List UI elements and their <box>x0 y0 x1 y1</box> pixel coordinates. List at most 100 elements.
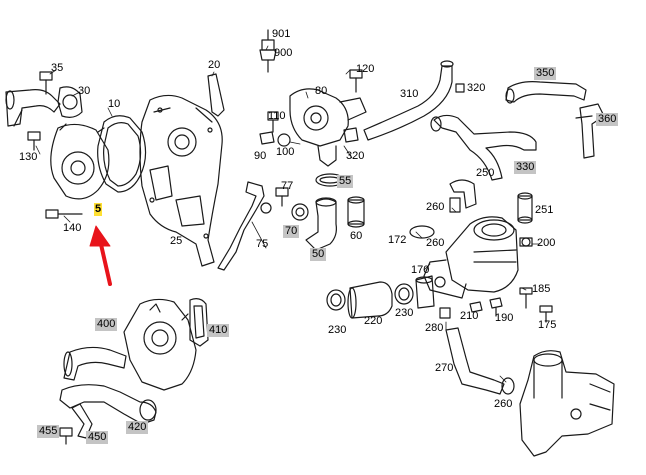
label-100: 100 <box>276 146 295 158</box>
label-35: 35 <box>51 62 64 74</box>
label-140: 140 <box>63 222 82 234</box>
oil-filter-housing <box>519 350 615 457</box>
clip-260a <box>449 197 461 213</box>
hose-310 <box>363 60 454 141</box>
label-5-highlighted: 5 <box>94 203 103 216</box>
label-30: 30 <box>78 85 91 97</box>
label-400: 400 <box>95 318 118 331</box>
label-250: 250 <box>476 167 495 179</box>
label-350: 350 <box>534 67 557 80</box>
label-230-a: 230 <box>328 324 347 336</box>
label-320-a: 320 <box>346 150 365 162</box>
bolt-190 <box>489 297 503 317</box>
label-450: 450 <box>86 431 109 444</box>
label-175: 175 <box>538 319 557 331</box>
label-10: 10 <box>108 98 121 110</box>
label-70: 70 <box>283 225 300 238</box>
bolt-35 <box>39 71 53 95</box>
bolt-185 <box>519 287 533 309</box>
pipe-400 <box>63 346 127 381</box>
flange-30 <box>57 86 83 118</box>
label-80: 80 <box>315 85 328 97</box>
bolt-210 <box>469 301 483 313</box>
sensor-900 <box>259 29 277 73</box>
label-901: 901 <box>272 28 291 40</box>
bolt-200 <box>519 237 533 247</box>
label-75: 75 <box>256 238 269 250</box>
clamp-230b <box>394 283 414 305</box>
bolt-140 <box>45 209 83 219</box>
clamp-260c <box>501 377 515 395</box>
hose-250 <box>449 179 477 209</box>
gasket-10 <box>97 115 147 193</box>
red-pointer-arrow <box>89 225 112 286</box>
bolt-77 <box>275 187 289 207</box>
sleeve-251 <box>517 192 533 224</box>
clamp-320b <box>455 83 465 93</box>
coolant-pipe-30 <box>5 89 61 127</box>
pipe-420 <box>59 384 157 425</box>
ring-70 <box>291 203 309 221</box>
label-77: 77 <box>281 180 294 192</box>
pipe-75 <box>217 181 272 271</box>
label-50: 50 <box>310 248 327 261</box>
bolt-455 <box>59 427 73 445</box>
label-330: 330 <box>514 161 537 174</box>
label-110: 110 <box>268 110 286 122</box>
clamp-230a <box>326 289 346 311</box>
fitting-360 <box>575 103 605 159</box>
label-190: 190 <box>495 312 514 324</box>
gasket-20 <box>207 73 225 117</box>
bolt-175 <box>539 305 553 323</box>
label-320-b: 320 <box>467 82 486 94</box>
label-260-a: 260 <box>426 201 445 213</box>
label-185: 185 <box>532 283 551 295</box>
label-251: 251 <box>535 204 554 216</box>
label-20: 20 <box>208 59 221 71</box>
fitting-170 <box>415 275 435 309</box>
elbow-50 <box>305 197 337 251</box>
label-420: 420 <box>126 421 149 434</box>
label-280: 280 <box>425 322 444 334</box>
leader-lines <box>35 45 541 383</box>
label-60: 60 <box>350 230 363 242</box>
label-200: 200 <box>537 237 556 249</box>
label-172: 172 <box>388 234 407 246</box>
hose-220 <box>347 281 393 319</box>
hose-330 <box>430 114 537 181</box>
water-pump-400 <box>123 298 197 391</box>
label-220: 220 <box>364 315 383 327</box>
label-310: 310 <box>400 88 419 100</box>
hose-segment-320a <box>343 127 359 143</box>
label-230-b: 230 <box>395 307 414 319</box>
label-55: 55 <box>337 175 354 188</box>
hose-270 <box>445 327 505 395</box>
electric-pump <box>423 216 519 299</box>
bolt-130 <box>27 131 41 151</box>
hose-350 <box>505 81 587 104</box>
bolt-120 <box>349 69 363 93</box>
label-270: 270 <box>435 362 454 374</box>
ring-100 <box>277 133 291 147</box>
label-260-c: 260 <box>494 398 513 410</box>
gasket-410 <box>189 298 209 347</box>
bolt-110 <box>267 111 279 133</box>
label-120: 120 <box>356 63 375 75</box>
label-210: 210 <box>460 310 479 322</box>
label-410: 410 <box>207 324 230 337</box>
label-900: 900 <box>274 47 293 59</box>
thermostat-housing-80 <box>289 88 367 167</box>
label-25: 25 <box>170 235 183 247</box>
sleeve-60 <box>347 196 365 228</box>
label-170: 170 <box>411 264 430 276</box>
label-360: 360 <box>596 113 619 126</box>
label-90: 90 <box>254 150 267 162</box>
clip-280 <box>439 307 451 319</box>
label-455: 455 <box>37 425 60 438</box>
label-260-b: 260 <box>426 237 445 249</box>
timing-cover-25 <box>139 94 223 267</box>
water-pump-housing <box>50 123 110 200</box>
clip-90 <box>259 131 275 145</box>
